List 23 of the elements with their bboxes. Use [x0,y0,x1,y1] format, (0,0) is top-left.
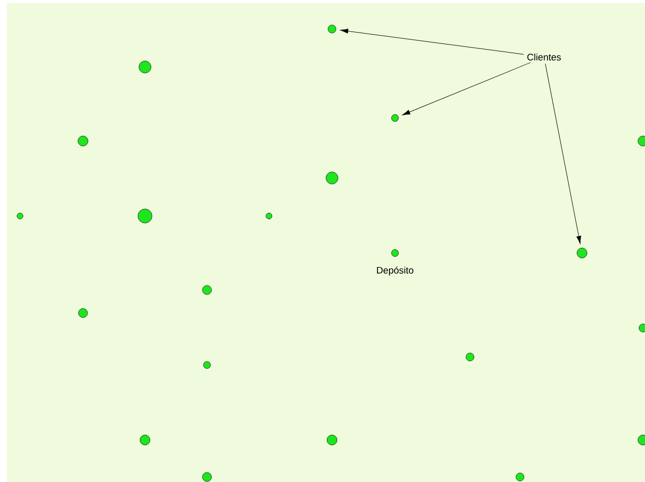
location-dot [326,434,338,446]
place-label: Depósito [377,266,414,276]
location-dot [140,434,150,446]
location-dot [326,172,338,184]
arrow [545,63,582,244]
arrow [402,62,531,116]
location-dot [203,361,211,369]
location-dot [138,60,152,74]
location-dot [638,136,645,146]
callout-text: Clientes [527,54,561,60]
location-dot [138,208,152,224]
location-dot [78,136,88,146]
location-dot [328,24,336,34]
location-dot [576,248,588,258]
location-dot [202,285,212,295]
location-dot [638,434,645,446]
location-dot [516,472,524,482]
location-dot [466,352,474,362]
location-dot [391,114,399,122]
location-dot [202,472,212,482]
location-dot [638,324,645,332]
location-dot [78,308,88,318]
arrow [340,28,524,55]
